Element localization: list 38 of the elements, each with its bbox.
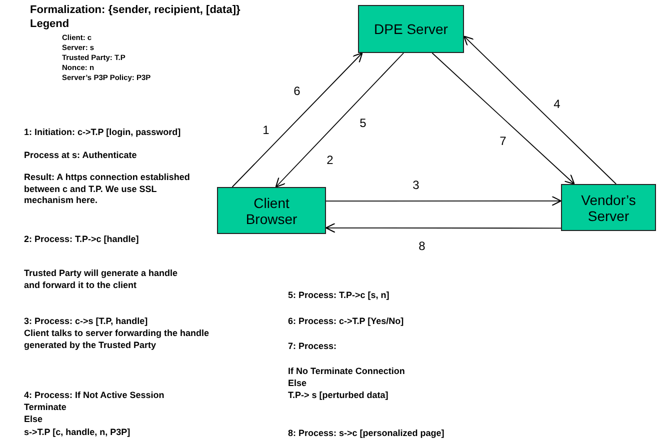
step-note: 3: Process: c->s [T.P, handle] <box>24 316 149 328</box>
title: Formalization: {sender, recipient, [data]} <box>30 4 240 16</box>
step-note: Trusted Party will generate a handle and forward it to the client <box>24 268 179 292</box>
edge-label: 2 <box>326 153 334 167</box>
server-box <box>561 184 656 231</box>
step-note: 2: Process: T.P->c [handle] <box>24 234 140 246</box>
step-note: 5: Process: T.P->c [s, n] <box>288 290 390 302</box>
step-note: 8: Process: s->c [personalized page] <box>288 428 446 440</box>
arrow <box>275 52 404 188</box>
step-note: Client talks to server forwarding the handle generated by the Trusted Party <box>24 328 210 352</box>
edge-label: 8 <box>418 239 426 253</box>
step-note: 6: Process: c->T.P [Yes/No] <box>288 316 405 328</box>
legend-heading: Legend <box>30 17 70 32</box>
edge-label: 4 <box>552 97 562 111</box>
node-label: DPE Server <box>373 21 449 37</box>
server-box <box>358 5 464 53</box>
step-note: 4: Process: If Not Active Session <box>24 390 166 402</box>
step-note: If No Terminate Connection <box>288 366 406 378</box>
step-note: T.P-> s [perturbed data] <box>288 390 390 402</box>
edge-label: 7 <box>498 134 508 148</box>
arrow <box>326 196 562 206</box>
step-note: Terminate <box>24 402 68 414</box>
edge-label: 1 <box>262 123 270 137</box>
arrow <box>432 52 575 185</box>
step-note: Else <box>288 378 308 390</box>
node-label: Vendor’s Server <box>580 192 637 224</box>
edge-label: 3 <box>412 178 420 192</box>
step-note: 1: Initiation: c->T.P [login, password] <box>24 127 182 139</box>
server-box <box>217 187 326 234</box>
step-note: 7: Process: <box>288 341 338 353</box>
step-note: Result: A https connection established between c and T.P. We use SSL mechanism here. <box>24 172 191 208</box>
arrow <box>232 52 363 188</box>
node-label: Client Browser <box>244 194 298 226</box>
step-note: Else <box>24 414 44 426</box>
arrow <box>463 36 617 184</box>
arrow <box>325 222 562 233</box>
step-note: s->T.P [c, handle, n, P3P] <box>24 427 132 439</box>
step-note: Process at s: Authenticate <box>24 150 138 162</box>
